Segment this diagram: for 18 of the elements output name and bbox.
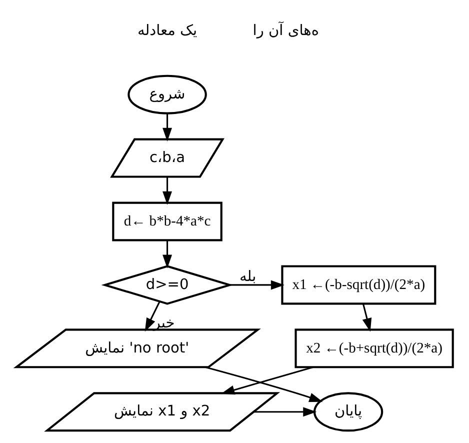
node-ellipse: شروع <box>128 74 207 114</box>
node-box: x1 ←(-b-sqrt(d))/(2*a) <box>281 265 436 305</box>
label: ه‌های آن را <box>252 22 319 39</box>
arrow <box>362 304 372 332</box>
node-box: x2 ←(-b+sqrt(d))/(2*a) <box>294 328 454 368</box>
arrow <box>162 113 172 142</box>
node-ellipse: پایان <box>313 392 384 432</box>
arrow <box>162 176 172 205</box>
arrow <box>204 366 323 402</box>
node-box: d← b*b-4*a*c <box>112 202 222 242</box>
arrow <box>162 240 172 268</box>
node-diamond: d>=0 <box>101 265 234 305</box>
arrow <box>230 280 284 290</box>
edge-label: بله <box>239 268 256 286</box>
arrow <box>221 366 314 395</box>
arrow <box>254 407 317 417</box>
arrow <box>144 301 160 332</box>
label: یک معادله <box>137 22 198 39</box>
